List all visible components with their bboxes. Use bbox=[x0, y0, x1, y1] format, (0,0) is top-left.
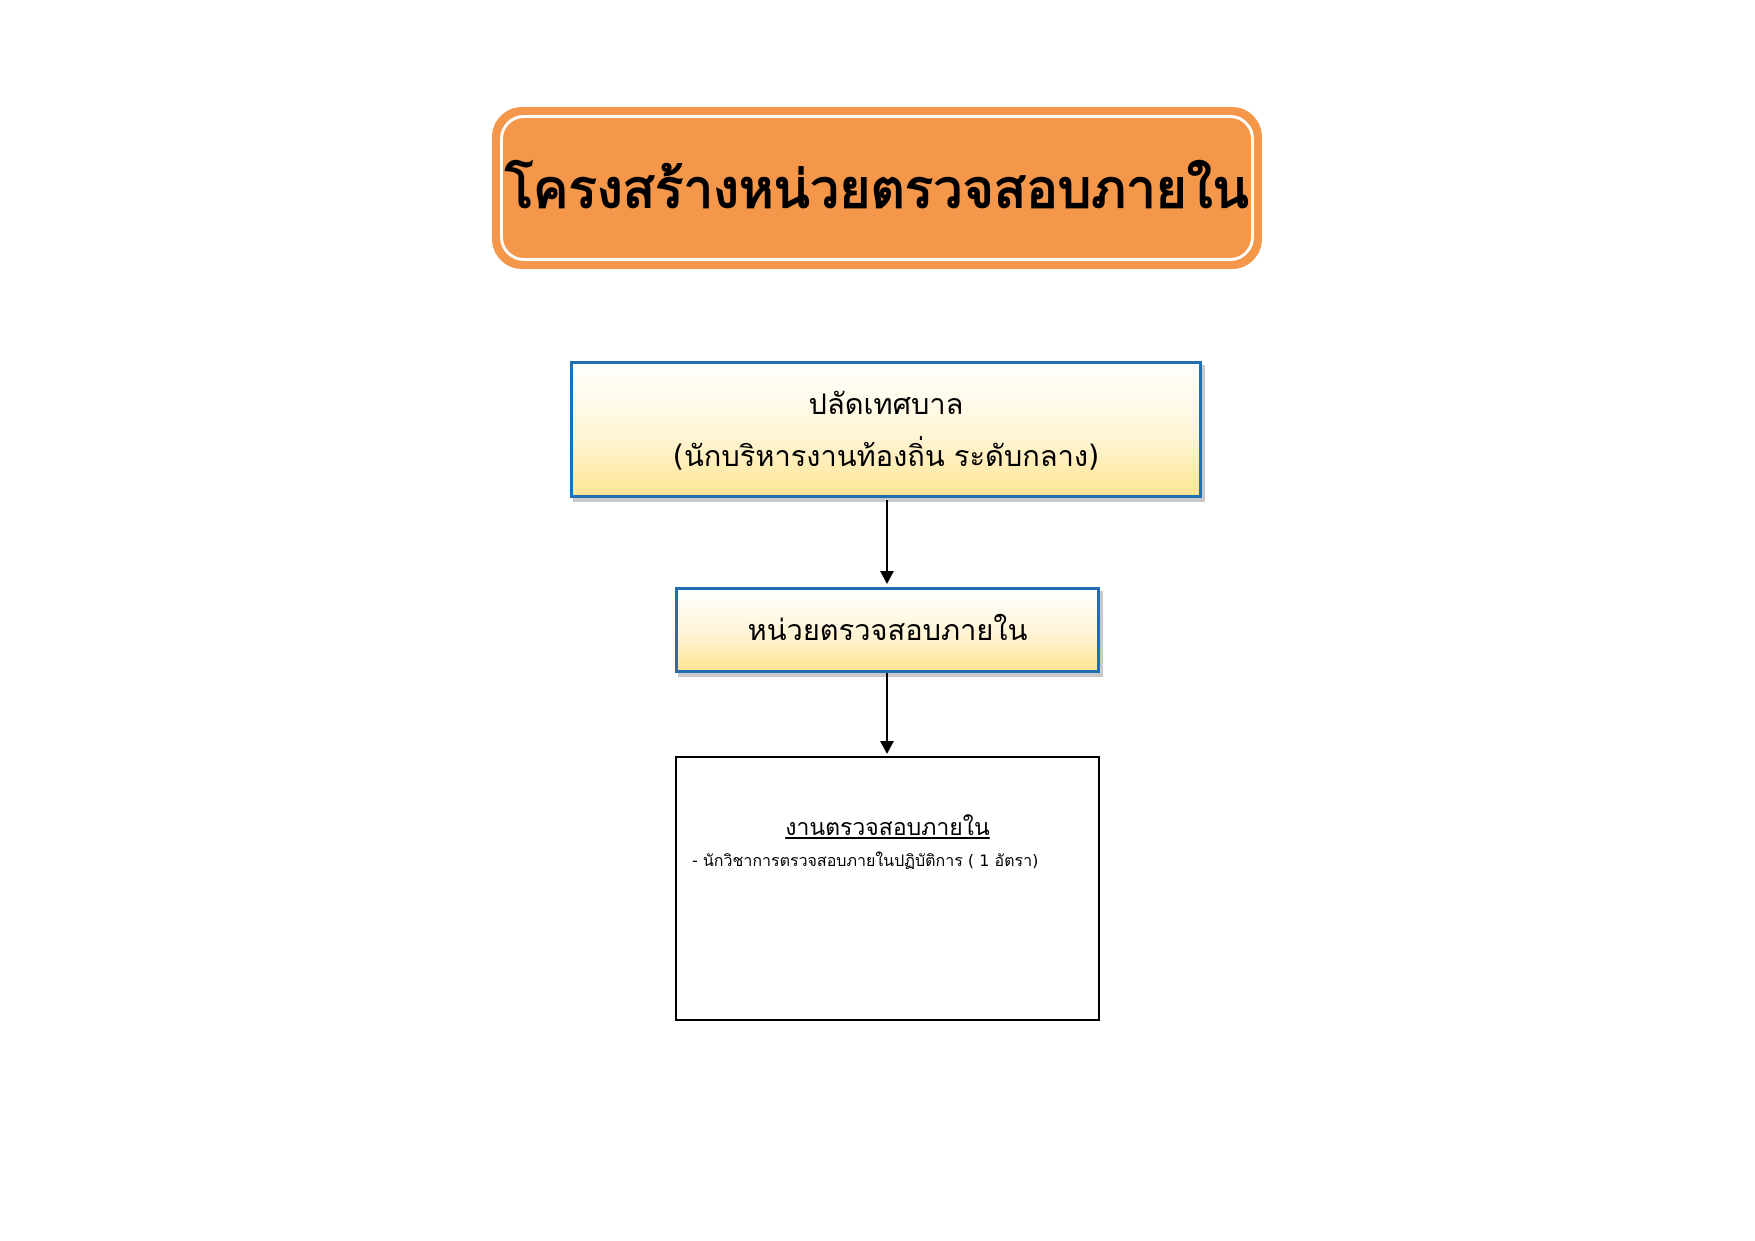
connector-line-bottom bbox=[886, 673, 888, 752]
page-title: โครงสร้างหน่วยตรวจสอบภายใน bbox=[504, 159, 1249, 220]
internal-audit-work-box: งานตรวจสอบภายใน - นักวิชาการตรวจสอบภายใน… bbox=[675, 756, 1100, 1021]
arrow-down-icon bbox=[880, 571, 894, 584]
municipal-clerk-title: ปลัดเทศบาล bbox=[808, 386, 964, 421]
title-banner: โครงสร้างหน่วยตรวจสอบภายใน bbox=[492, 107, 1262, 269]
municipal-clerk-box: ปลัดเทศบาล (นักบริหารงานท้องถิ่น ระดับกล… bbox=[570, 361, 1202, 498]
internal-audit-unit-label: หน่วยตรวจสอบภายใน bbox=[747, 613, 1028, 647]
connector-line-top bbox=[886, 500, 888, 572]
arrow-down-icon bbox=[880, 741, 894, 754]
internal-audit-work-heading: งานตรวจสอบภายใน bbox=[785, 815, 990, 841]
internal-audit-unit-box: หน่วยตรวจสอบภายใน bbox=[675, 587, 1100, 673]
municipal-clerk-level: (นักบริหารงานท้องถิ่น ระดับกลาง) bbox=[672, 438, 1100, 473]
list-item: - นักวิชาการตรวจสอบภายในปฏิบัติการ ( 1 อ… bbox=[692, 851, 1039, 870]
